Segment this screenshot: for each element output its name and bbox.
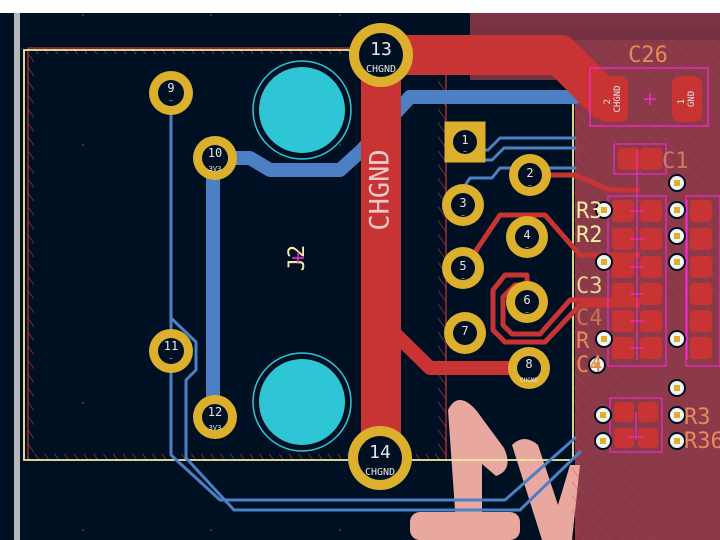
svg-text:…: … — [528, 182, 531, 188]
svg-text:10: 10 — [208, 146, 222, 160]
svg-text:7: 7 — [461, 324, 468, 338]
pad-4[interactable]: 4 … — [506, 216, 548, 258]
svg-text:…: … — [525, 309, 528, 315]
pad-2[interactable]: 2 … — [509, 154, 551, 196]
svg-text:4: 4 — [523, 228, 530, 242]
pad-13[interactable]: 13 CHGND — [349, 23, 413, 87]
npth-hole-top — [252, 60, 352, 160]
pad-9[interactable]: 9 … — [149, 71, 193, 115]
c26-pad-2 — [598, 76, 628, 122]
pad-14[interactable]: 14 CHGND — [348, 426, 412, 490]
smd-components — [607, 143, 720, 453]
svg-text:13: 13 — [370, 39, 392, 60]
svg-text:CHGND: CHGND — [365, 467, 395, 478]
svg-text:…: … — [525, 244, 528, 250]
npth-hole-bottom — [252, 352, 352, 452]
reference-j2: J2 — [285, 245, 310, 272]
svg-text:2 CHGND: 2 CHGND — [603, 85, 623, 112]
pad-1[interactable]: 1 … — [444, 121, 486, 163]
svg-text:CHGND: CHGND — [520, 377, 538, 384]
svg-text:3V3: 3V3 — [209, 165, 222, 173]
label-c4a: C4 — [576, 306, 603, 331]
j2-pads: 1 … 2 … 3 … 4 … 5 … 6 … 7 — [149, 23, 551, 490]
pcb-drawing[interactable]: CHGND J2 1 … 2 … 3 … 4 … — [0, 13, 720, 540]
svg-text:14: 14 — [369, 442, 391, 463]
svg-text:…: … — [461, 275, 464, 281]
svg-text:6: 6 — [523, 293, 530, 307]
svg-text:5: 5 — [459, 259, 466, 273]
svg-text:1 GND: 1 GND — [677, 91, 697, 107]
label-r35: R3 — [684, 405, 711, 430]
svg-text:…: … — [169, 97, 172, 103]
board-edge — [14, 13, 20, 540]
svg-text:2: 2 — [526, 166, 533, 180]
vias — [588, 174, 686, 450]
label-r: R — [576, 329, 590, 354]
pad-7[interactable]: 7 — [444, 312, 486, 354]
svg-text:1: 1 — [461, 133, 468, 147]
pad-11[interactable]: 11 … — [149, 329, 193, 373]
svg-text:C26: C26 — [628, 43, 668, 68]
mounting-holes — [252, 60, 352, 452]
label-c3: C3 — [576, 274, 603, 299]
pcb-canvas[interactable]: CHGND J2 1 … 2 … 3 … 4 … — [0, 13, 720, 540]
pad-5[interactable]: 5 … — [442, 247, 484, 289]
svg-text:3V3: 3V3 — [209, 424, 222, 432]
svg-text:9: 9 — [167, 81, 174, 95]
capacitor-c26[interactable]: C26 2 CHGND 1 GND — [589, 43, 709, 127]
svg-text:12: 12 — [208, 405, 222, 419]
svg-text:CHGND: CHGND — [366, 64, 396, 75]
svg-text:11: 11 — [164, 339, 178, 353]
label-c4b: C4 — [576, 353, 603, 378]
pad-6[interactable]: 6 … — [506, 281, 548, 323]
pad-3[interactable]: 3 … — [442, 184, 484, 226]
c26-pad-1 — [672, 76, 702, 122]
pad-8[interactable]: 8 CHGND — [508, 347, 550, 389]
label-c1: C1 — [662, 149, 689, 174]
component-labels: C1 R3 R2 C3 C4 R C4 R3 R36 — [576, 149, 720, 454]
back-silkscreen-logo — [410, 400, 580, 540]
pad-10[interactable]: 10 3V3 — [193, 136, 237, 180]
front-copper-traces — [361, 35, 640, 455]
svg-text:…: … — [169, 355, 172, 361]
pad-12[interactable]: 12 3V3 — [193, 395, 237, 439]
svg-text:…: … — [463, 148, 466, 154]
svg-text:3: 3 — [459, 196, 466, 210]
svg-text:8: 8 — [525, 357, 532, 371]
label-r36: R36 — [684, 429, 720, 454]
label-r2: R2 — [576, 223, 603, 248]
copper-net-label: CHGND — [365, 149, 396, 230]
back-copper-traces — [169, 90, 582, 512]
svg-text:…: … — [461, 212, 464, 218]
label-r3: R3 — [576, 199, 603, 224]
